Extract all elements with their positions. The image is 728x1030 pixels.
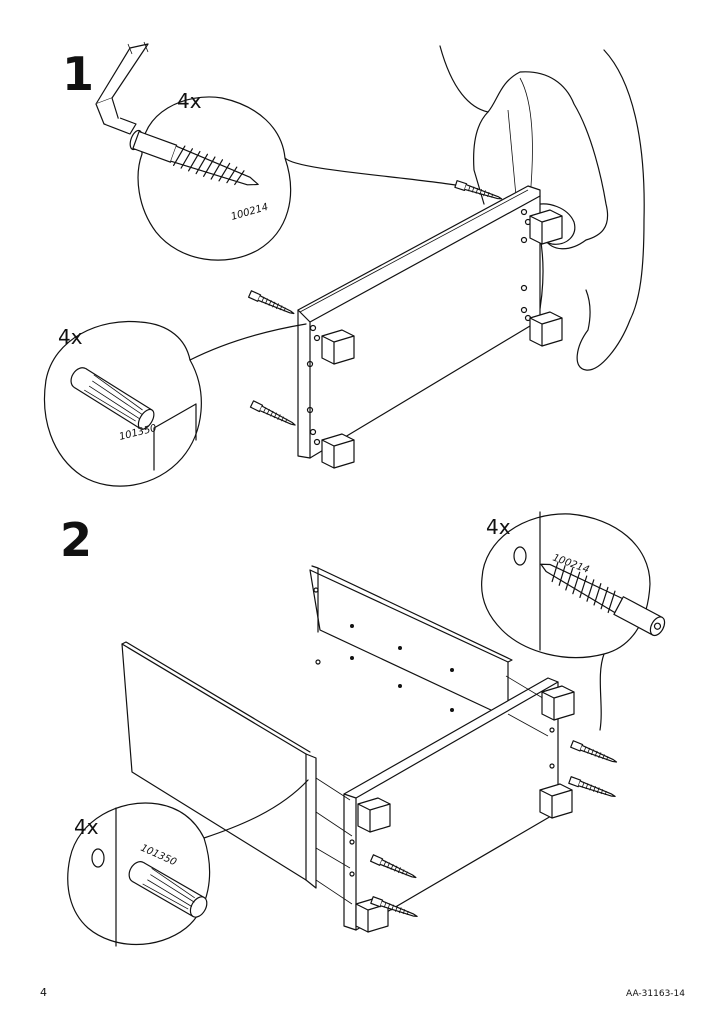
quantity-label: 4x	[74, 815, 99, 839]
allen-key-icon	[95, 41, 149, 135]
screw-icon	[568, 776, 617, 801]
furniture-foot	[539, 783, 573, 819]
screw-callout: 4x 100214	[481, 511, 666, 731]
quantity-label: 4x	[486, 515, 511, 539]
dowel-callout: 4x 101350	[67, 779, 309, 947]
wooden-dowel-icon	[70, 367, 155, 430]
quantity-label: 4x	[177, 89, 202, 113]
part-number: 100214	[230, 202, 270, 223]
panel-icon	[297, 185, 541, 459]
screw-icon	[454, 180, 504, 203]
dowel-callout: 4x 101350	[43, 320, 307, 487]
step-number: 1	[62, 47, 94, 101]
wooden-dowel-icon	[128, 861, 208, 918]
furniture-foot	[529, 209, 563, 245]
screw-icon	[247, 290, 296, 318]
step-number: 2	[60, 513, 92, 567]
screw-icon	[129, 129, 259, 186]
furniture-foot	[529, 311, 563, 347]
screw-icon	[570, 740, 619, 766]
panel-icon	[121, 641, 317, 889]
screw-icon	[540, 561, 666, 637]
furniture-foot	[321, 433, 355, 469]
page-number: 4	[40, 986, 47, 999]
furniture-foot	[321, 329, 355, 365]
furniture-foot	[357, 797, 391, 833]
screw-icon	[249, 400, 298, 429]
screw-callout: 4x 100214	[129, 89, 463, 261]
document-code: AA-31163-14	[626, 989, 685, 999]
quantity-label: 4x	[58, 325, 83, 349]
furniture-foot	[541, 685, 575, 721]
